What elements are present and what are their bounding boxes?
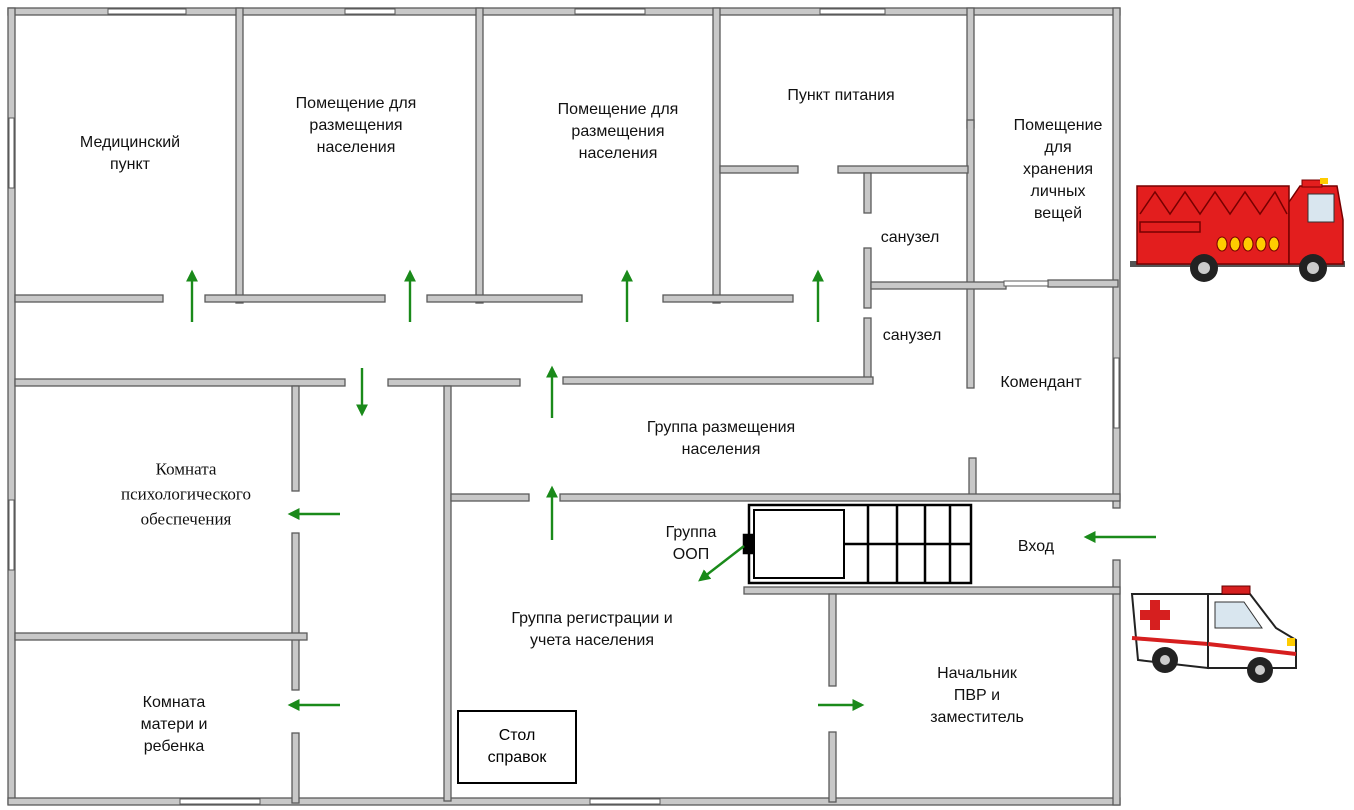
info-desk-label: Стол справок xyxy=(487,727,547,766)
wall xyxy=(863,172,872,214)
info-desk: Стол справок xyxy=(457,710,577,784)
room-label-housing-1: Помещение для размещения населения xyxy=(295,95,417,156)
wall xyxy=(863,317,872,381)
ambulance-icon xyxy=(1130,585,1297,683)
window xyxy=(8,499,15,571)
wall xyxy=(7,797,1121,806)
wall xyxy=(966,7,975,129)
room-label-wc-1: санузел xyxy=(880,229,940,246)
window xyxy=(589,798,661,805)
wall xyxy=(1112,559,1121,806)
room-label-chief: Начальник ПВР и заместитель xyxy=(930,665,1024,726)
wall xyxy=(559,493,1121,502)
wall xyxy=(1112,7,1121,509)
wall xyxy=(743,586,1121,595)
arrow-icon xyxy=(698,545,745,582)
wall xyxy=(426,294,583,303)
wall xyxy=(475,7,484,304)
wall xyxy=(968,457,977,499)
wall xyxy=(14,294,164,303)
wall xyxy=(863,247,872,309)
wall xyxy=(291,532,300,691)
room-label-oop: Группа ООП xyxy=(665,524,717,563)
wall xyxy=(1047,279,1119,288)
arrows xyxy=(186,269,1156,711)
room-label-housing-2: Помещение для размещения населения xyxy=(557,101,679,162)
wall xyxy=(870,281,1007,290)
room-label-wc-2: санузел xyxy=(882,327,942,344)
window xyxy=(8,117,15,189)
stair-icon xyxy=(742,503,973,585)
room-label-medical: Медицинский пункт xyxy=(79,134,181,173)
room-label-registration: Группа регистрации и учета населения xyxy=(511,610,673,649)
room-label-food: Пункт питания xyxy=(787,87,895,104)
wall xyxy=(562,376,874,385)
windows xyxy=(8,8,1120,805)
wall xyxy=(837,165,969,174)
wall xyxy=(387,378,521,387)
wall xyxy=(14,632,308,641)
window xyxy=(574,8,646,15)
wall xyxy=(450,493,530,502)
room-label-mother-child: Комната матери и ребенка xyxy=(140,694,208,755)
wall xyxy=(828,593,837,687)
window xyxy=(1003,280,1049,287)
room-label-placement-group: Группа размещения населения xyxy=(646,419,796,458)
window xyxy=(107,8,187,15)
wall xyxy=(828,731,837,803)
walls xyxy=(7,7,1121,806)
window xyxy=(1113,357,1120,429)
room-label-commandant: Комендант xyxy=(1000,374,1082,391)
wall xyxy=(966,119,975,389)
wall xyxy=(204,294,386,303)
window xyxy=(819,8,886,15)
window xyxy=(344,8,396,15)
wall xyxy=(291,385,300,492)
fire-truck-icon xyxy=(1130,178,1345,282)
room-label-storage: Помещение для хранения личных вещей xyxy=(1013,117,1103,222)
entrance-label: Вход xyxy=(1017,538,1055,555)
room-label-psych: Комната психологического обеспечения xyxy=(121,459,251,529)
wall xyxy=(235,7,244,304)
wall xyxy=(291,732,300,804)
wall xyxy=(443,385,452,802)
wall xyxy=(712,7,721,304)
wall xyxy=(14,378,346,387)
window xyxy=(179,798,261,805)
wall xyxy=(662,294,794,303)
wall xyxy=(719,165,799,174)
